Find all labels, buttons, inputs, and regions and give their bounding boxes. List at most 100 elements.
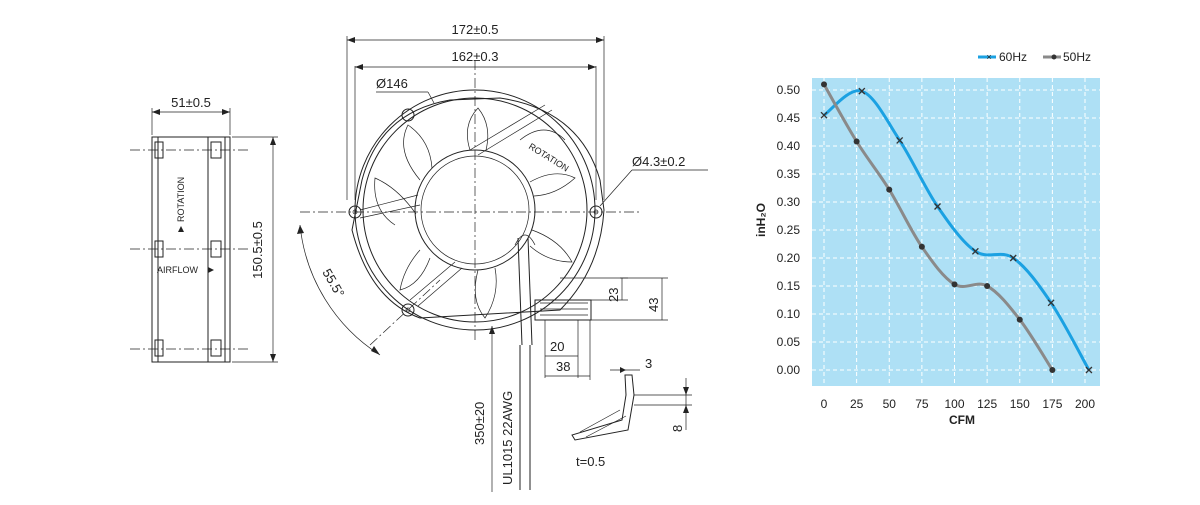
- side-tab: [154, 339, 164, 357]
- arrowhead: [683, 405, 689, 413]
- blade: [529, 229, 573, 263]
- blade: [399, 249, 431, 291]
- strut: [417, 267, 463, 307]
- y-tick-label: 0.20: [777, 251, 801, 265]
- y-tick-label: 0.35: [777, 167, 801, 181]
- arrowhead: [620, 367, 626, 373]
- fan-frame: [351, 97, 605, 319]
- legend-50hz-label: 50Hz: [1063, 50, 1091, 64]
- cable: [527, 237, 533, 346]
- angle-dim: 55.5°: [319, 266, 347, 300]
- data-point-50hz: [984, 283, 991, 289]
- diameter-dim: Ø146: [376, 76, 408, 91]
- hole-dim: Ø4.3±0.2: [632, 154, 685, 169]
- rotation-arrow-icon: [178, 226, 184, 232]
- cable-length-label: 350±20: [472, 402, 487, 445]
- arrowhead: [297, 225, 304, 234]
- rotation-arc-icon: [519, 129, 566, 141]
- data-point-60hz: [971, 247, 979, 255]
- arrowhead: [270, 354, 276, 362]
- terminal-detail-line: [579, 409, 621, 433]
- data-point-60hz: [820, 111, 828, 119]
- x-marker: [896, 136, 904, 144]
- data-point-60hz: [858, 87, 866, 95]
- legend-60hz-label: 60Hz: [999, 50, 1027, 64]
- front-view: 172±0.5 162±0.3 Ø146 ROTATION: [297, 22, 708, 492]
- blade: [403, 124, 433, 181]
- blade: [374, 177, 417, 226]
- box-dim-23: 23: [606, 288, 621, 302]
- chart-x-axis-label: CFM: [949, 413, 975, 427]
- side-body: [151, 136, 231, 363]
- mounting-hole: [401, 108, 415, 122]
- arrowhead: [152, 109, 160, 115]
- x-marker: [858, 87, 866, 95]
- data-point-60hz: [1009, 254, 1017, 262]
- x-marker: [971, 247, 979, 255]
- box-dim-38: 38: [556, 359, 570, 374]
- y-tick-label: 0.05: [777, 335, 801, 349]
- data-point-50hz: [951, 281, 958, 288]
- x-tick-label: 200: [1075, 397, 1095, 411]
- data-point-60hz: [1047, 299, 1055, 307]
- side-view: 51±0.5 ROTATION AIRFLOW 150.5±0.5: [130, 95, 278, 363]
- x-tick-label: 25: [850, 397, 864, 411]
- strut: [359, 204, 421, 219]
- leader-line: [427, 91, 435, 104]
- side-height-dim: 150.5±0.5: [250, 221, 265, 279]
- arrowhead: [270, 137, 276, 145]
- y-tick-label: 0.50: [777, 83, 801, 97]
- arrowhead: [596, 37, 604, 43]
- leader-line: [599, 169, 633, 207]
- x-marker: [934, 203, 941, 210]
- data-point-60hz: [934, 203, 941, 210]
- blade: [474, 267, 497, 319]
- blade: [467, 107, 489, 151]
- side-tab: [210, 339, 222, 357]
- data-point-50hz: [821, 81, 827, 88]
- terminal-thickness-dim: 3: [645, 356, 652, 371]
- blade: [529, 173, 576, 197]
- connector-box: [534, 299, 592, 321]
- y-tick-label: 0.25: [777, 223, 801, 237]
- cable-grommet: [514, 234, 536, 246]
- center-line: [369, 279, 441, 346]
- strut: [359, 194, 419, 211]
- outer-width-dim: 172±0.5: [452, 22, 499, 37]
- terminal-t-label: t=0.5: [576, 454, 605, 469]
- x-tick-label: 150: [1010, 397, 1030, 411]
- cable: [517, 237, 523, 346]
- arrowhead: [347, 37, 355, 43]
- front-rotation-label: ROTATION: [527, 141, 571, 173]
- angle-arc: [299, 224, 381, 356]
- y-tick-label: 0.15: [777, 279, 801, 293]
- x-tick-label: 125: [977, 397, 997, 411]
- data-point-50hz: [1049, 367, 1056, 373]
- side-airflow-label: AIRFLOW: [157, 265, 199, 275]
- box-dim-43: 43: [646, 298, 661, 312]
- cable-spec-label: UL1015 22AWG: [500, 391, 515, 485]
- x-marker: [1047, 299, 1055, 307]
- x-tick-label: 50: [883, 397, 897, 411]
- data-point-60hz: [1085, 366, 1093, 374]
- y-tick-label: 0.10: [777, 307, 801, 321]
- x-tick-label: 175: [1042, 397, 1062, 411]
- x-marker: [1009, 254, 1017, 262]
- x-tick-label: 75: [915, 397, 929, 411]
- arrowhead: [588, 64, 596, 70]
- terminal-detail-line: [585, 415, 627, 438]
- hole-pitch-dim: 162±0.3: [452, 49, 499, 64]
- arrowhead: [222, 109, 230, 115]
- terminal-detail: 3 8 t=0.5: [571, 356, 692, 469]
- legend-60hz-marker-icon: ×: [986, 52, 991, 62]
- chart-y-axis-label: inH₂O: [754, 203, 768, 237]
- y-tick-label: 0.40: [777, 139, 801, 153]
- arrowhead: [371, 346, 380, 355]
- arrowhead: [355, 64, 363, 70]
- arrowhead: [683, 387, 689, 395]
- x-marker: [1085, 366, 1093, 374]
